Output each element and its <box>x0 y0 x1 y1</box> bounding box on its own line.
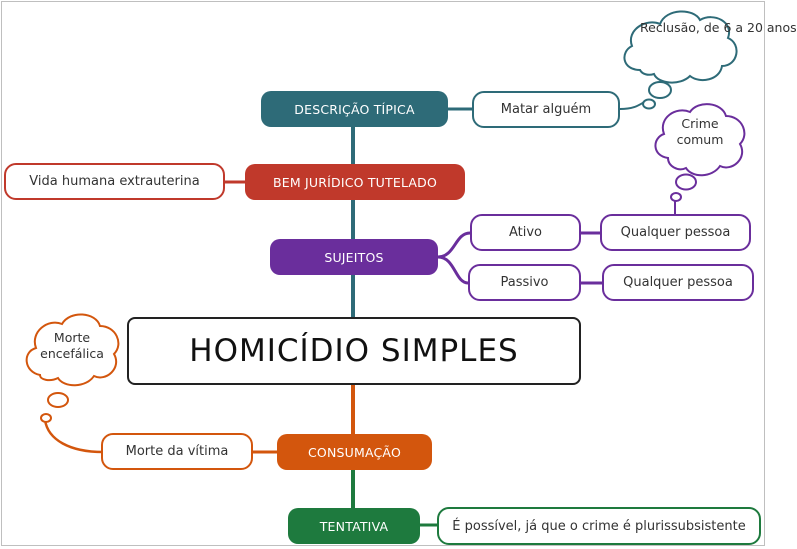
node-consumacao[interactable]: CONSUMAÇÃO <box>277 434 432 470</box>
leaf-vida-humana[interactable]: Vida humana extrauterina <box>4 163 225 200</box>
note-crime-comum: Crime comum <box>676 116 724 147</box>
leaf-matar-alguem[interactable]: Matar alguém <box>472 91 620 128</box>
note-reclusao: Reclusão, de 6 a 20 anos <box>640 20 797 35</box>
node-sujeitos[interactable]: SUJEITOS <box>270 239 438 275</box>
leaf-passivo[interactable]: Passivo <box>468 264 581 301</box>
node-tentativa[interactable]: TENTATIVA <box>288 508 420 544</box>
leaf-ativo-qualquer-pessoa[interactable]: Qualquer pessoa <box>600 214 751 251</box>
cloud-crime-comum <box>654 103 746 202</box>
note-morte-encefalica: Morte encefálica <box>40 330 104 361</box>
connector-lines <box>25 10 746 527</box>
node-descricao-tipica[interactable]: DESCRIÇÃO TÍPICA <box>261 91 448 127</box>
leaf-morte-da-vitima[interactable]: Morte da vítima <box>101 433 253 470</box>
cloud-reclusao <box>623 10 738 110</box>
leaf-passivo-qualquer-pessoa[interactable]: Qualquer pessoa <box>602 264 754 301</box>
diagram-frame <box>1 1 765 546</box>
central-title[interactable]: HOMICÍDIO SIMPLES <box>127 317 581 385</box>
node-bem-juridico[interactable]: BEM JURÍDICO TUTELADO <box>245 164 465 200</box>
leaf-tentativa-possivel[interactable]: É possível, já que o crime é plurissubsi… <box>437 507 761 545</box>
leaf-ativo[interactable]: Ativo <box>470 214 581 251</box>
cloud-morte-encefalica <box>25 313 120 423</box>
